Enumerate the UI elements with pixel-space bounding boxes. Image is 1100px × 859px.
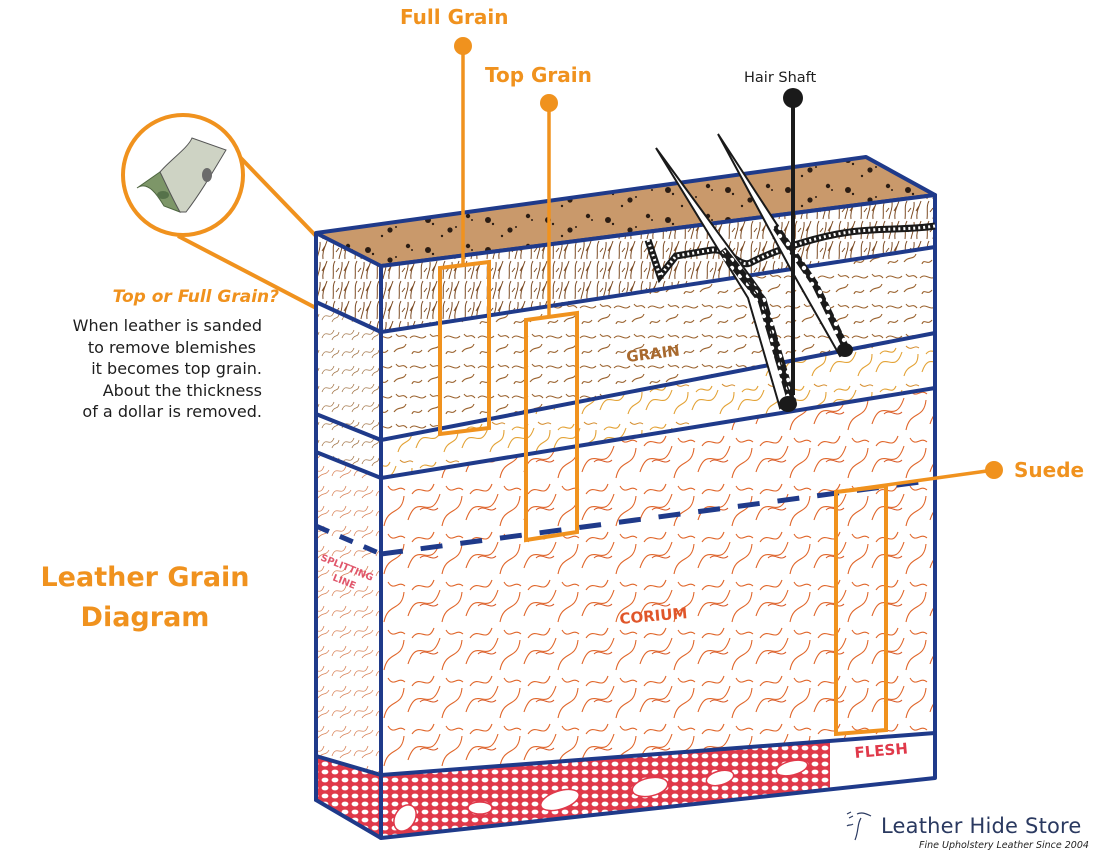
note-line: of a dollar is removed. bbox=[82, 402, 262, 421]
hair-follicle-2 bbox=[717, 133, 853, 358]
full-grain-sample-box bbox=[438, 259, 491, 437]
full-grain-label: Full Grain bbox=[400, 5, 508, 29]
note-line: When leather is sanded bbox=[72, 316, 262, 335]
layer-label-corium: CORIUM bbox=[619, 604, 688, 628]
magnifier-callout bbox=[121, 113, 318, 310]
hair-shaft-marker bbox=[783, 88, 803, 108]
layer-grain-junction bbox=[381, 333, 935, 478]
magnifier-connector-upper bbox=[233, 150, 318, 238]
brand-logo: Leather Hide Store Fine Upholstery Leath… bbox=[843, 810, 1089, 855]
full-grain-marker bbox=[454, 37, 472, 55]
brand-tagline: Fine Upholstery Leather Since 2004 bbox=[919, 840, 1089, 851]
hair-follicle-1 bbox=[655, 147, 797, 412]
layer-label-flesh: FLESH bbox=[854, 739, 909, 762]
top-grain-callout: Top Grain bbox=[485, 63, 592, 543]
layer-flesh bbox=[381, 740, 830, 838]
note-line: About the thickness bbox=[102, 380, 262, 400]
magnifier-connector-lower bbox=[177, 234, 317, 310]
full-grain-callout: Full Grain bbox=[400, 5, 508, 437]
block-side-face: SPLITTING LINE bbox=[314, 233, 383, 840]
dollar-bill-icon bbox=[136, 137, 227, 213]
note-line: to remove blemishes bbox=[87, 337, 256, 357]
brand-name: Leather Hide Store bbox=[881, 814, 1082, 838]
suede-marker bbox=[985, 461, 1003, 479]
diagram-title: Leather Grain Diagram bbox=[30, 558, 260, 638]
title-line-2: Diagram bbox=[80, 602, 210, 633]
note-line: it becomes top grain. bbox=[91, 359, 262, 378]
suede-sample-box bbox=[834, 483, 888, 737]
layer-grain bbox=[381, 247, 935, 440]
layer-corium bbox=[381, 388, 935, 775]
horse-logo-icon bbox=[846, 811, 872, 841]
suede-callout: Suede bbox=[834, 458, 1084, 737]
hair-shaft-callout: Hair Shaft bbox=[744, 70, 817, 395]
block-front-face: GRAIN CORIUM FLESH bbox=[379, 193, 937, 840]
splitting-line-side bbox=[315, 523, 382, 557]
splitting-line bbox=[380, 477, 936, 557]
hair-follicles bbox=[644, 133, 936, 412]
hair-shaft-label: Hair Shaft bbox=[744, 70, 817, 86]
top-grain-label: Top Grain bbox=[485, 63, 592, 87]
top-grain-sample-box bbox=[524, 310, 579, 543]
note-body: When leather is sanded to remove blemish… bbox=[0, 315, 262, 423]
note-title: Top or Full Grain? bbox=[112, 287, 279, 307]
title-line-1: Leather Grain bbox=[40, 562, 250, 593]
suede-label: Suede bbox=[1014, 458, 1084, 482]
top-grain-marker bbox=[540, 94, 558, 112]
